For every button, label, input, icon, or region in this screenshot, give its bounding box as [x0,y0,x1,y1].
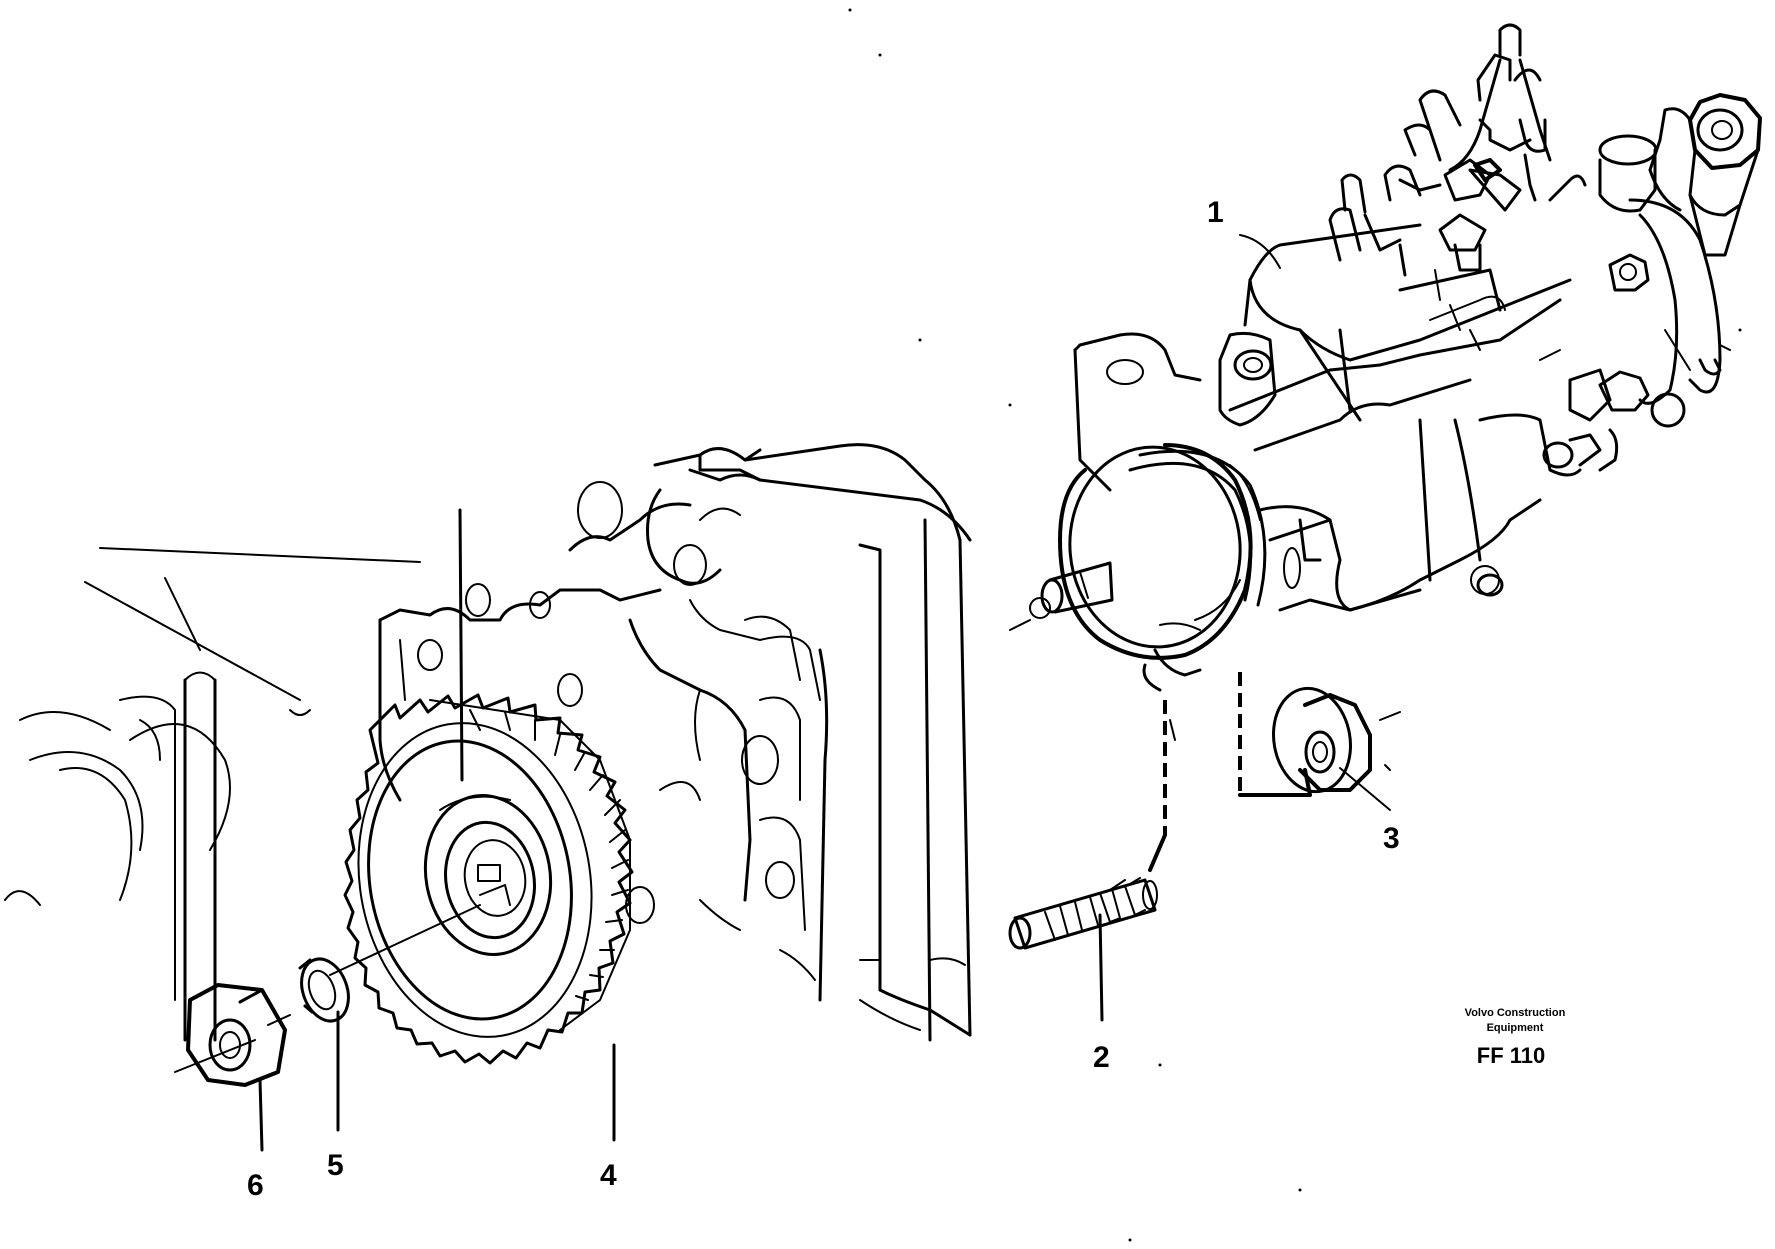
brand-line-2: Equipment [1487,1022,1544,1034]
callout-1: 1 [1207,196,1224,229]
leader-lines [258,234,1391,1152]
callout-5: 5 [327,1149,344,1182]
scan-specks [848,8,1742,1242]
lock-washer [298,957,350,1023]
flange-nut [1272,686,1401,794]
callout-3: 3 [1383,822,1400,855]
timing-gear [343,693,634,1065]
gear-nut [186,983,287,1087]
injection-pump [1009,23,1762,741]
callout-4: 4 [600,1159,617,1192]
assembly-lines [1148,672,1312,872]
callout-2: 2 [1093,1041,1110,1074]
callout-6: 6 [247,1169,264,1202]
brand-line-1: Volvo Construction [1465,1007,1566,1019]
engine-timing-housing [4,443,972,1042]
figure-code: FF 110 [1477,1043,1545,1068]
stud [1008,877,1158,950]
